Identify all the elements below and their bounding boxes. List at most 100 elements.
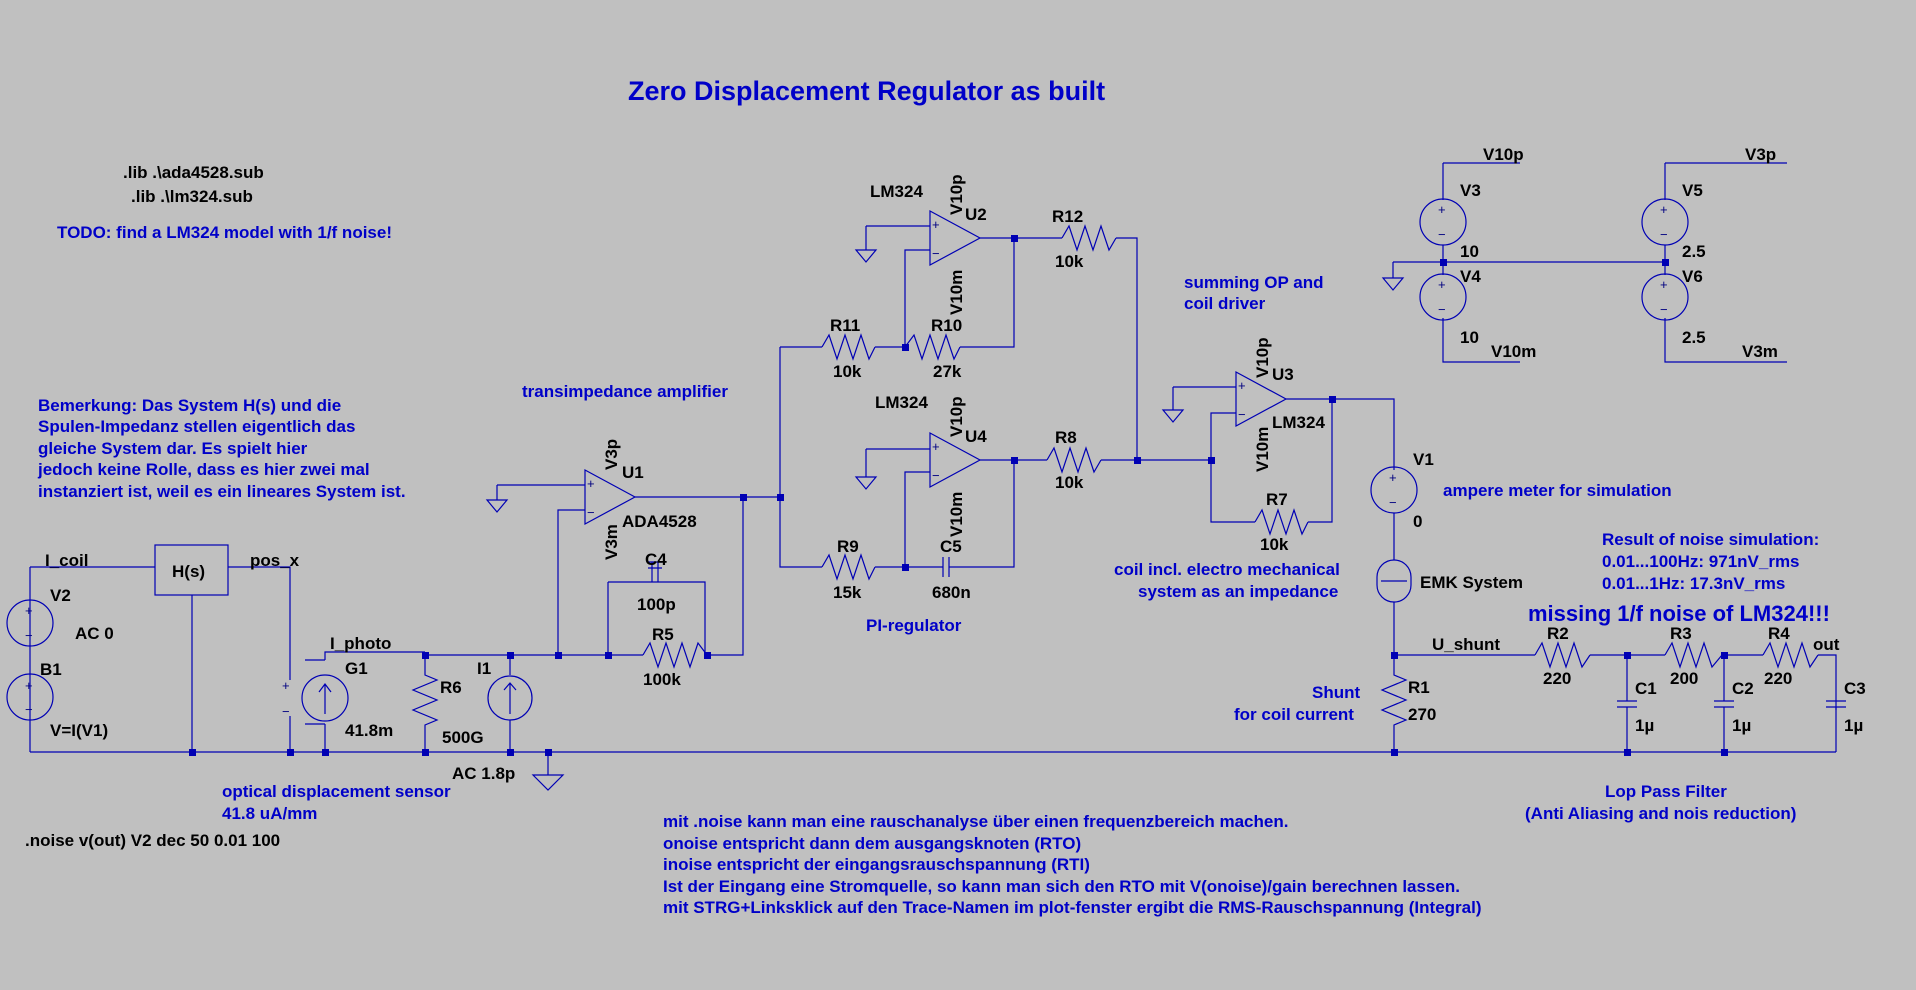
u4-v10p: V10p	[947, 396, 966, 437]
page-title: Zero Displacement Regulator as built	[628, 76, 1105, 106]
svg-text:mit .noise kann man eine rausc: mit .noise kann man eine rauschanalyse ü…	[663, 812, 1288, 831]
g1-value: 41.8m	[345, 721, 393, 740]
svg-text:+: +	[282, 678, 290, 693]
svg-text:+: +	[1438, 202, 1446, 217]
resistor-R2[interactable]	[1534, 641, 1591, 669]
supply-V5[interactable]: +−	[1641, 198, 1689, 246]
transfer-function-block[interactable]: H(s)	[154, 544, 229, 596]
r12-value: 10k	[1055, 252, 1084, 271]
v6-name: V6	[1682, 267, 1703, 286]
r11-value: 10k	[833, 362, 862, 381]
opamp-U2[interactable]: +−	[929, 209, 982, 267]
r10-value: 27k	[933, 362, 962, 381]
r5-name: R5	[652, 625, 674, 644]
lib-directive-lm324: .lib .\lm324.sub	[131, 187, 253, 206]
resistor-R3[interactable]	[1664, 641, 1723, 669]
v2-name: V2	[50, 586, 71, 605]
svg-text:+: +	[932, 439, 940, 454]
resistor-R8[interactable]	[1046, 446, 1102, 474]
r9-value: 15k	[833, 583, 862, 602]
emk-name: EMK System	[1420, 573, 1523, 592]
sensor-comment-2: 41.8 uA/mm	[222, 804, 317, 823]
v2-value: AC 0	[75, 624, 114, 643]
current-source-I1[interactable]	[487, 655, 533, 752]
noise-directive: .noise v(out) V2 dec 50 0.01 100	[25, 831, 280, 850]
svg-text:−: −	[1389, 495, 1397, 510]
opamp-U3[interactable]: +−	[1235, 370, 1288, 428]
svg-text:mit STRG+Linksklick auf den Tr: mit STRG+Linksklick auf den Trace-Namen …	[663, 898, 1482, 917]
transimpedance-comment: transimpedance amplifier	[522, 382, 728, 401]
svg-text:gleiche System dar. Es spielt: gleiche System dar. Es spielt hier	[38, 439, 308, 458]
source-V2[interactable]: +−	[6, 599, 54, 647]
r11-name: R11	[830, 316, 860, 335]
capacitor-C5[interactable]	[905, 557, 960, 577]
b1-value: V=I(V1)	[50, 721, 108, 740]
r4-value: 220	[1764, 669, 1792, 688]
capacitor-C1[interactable]	[1617, 655, 1637, 752]
r2-value: 220	[1543, 669, 1571, 688]
c3-name: C3	[1844, 679, 1866, 698]
resistor-R11[interactable]	[821, 333, 876, 361]
r3-value: 200	[1670, 669, 1698, 688]
u2-label-lm324: LM324	[870, 182, 923, 201]
opamp-U4[interactable]: +−	[929, 431, 982, 489]
noise-notes: mit .noise kann man eine rauschanalyse ü…	[663, 812, 1482, 917]
source-V1[interactable]: +−	[1370, 466, 1418, 514]
r9-name: R9	[837, 537, 859, 556]
noise-result-1hz: 0.01...1Hz: 17.3nV_rms	[1602, 574, 1785, 593]
u3-model: LM324	[1272, 413, 1325, 432]
capacitor-C2[interactable]	[1714, 655, 1734, 752]
pi-regulator-comment: PI-regulator	[866, 616, 962, 635]
opamp-U1[interactable]: +−	[584, 468, 637, 526]
todo-comment: TODO: find a LM324 model with 1/f noise!	[57, 223, 392, 242]
emk-system-coil[interactable]	[1376, 559, 1412, 603]
noise-result-100hz: 0.01...100Hz: 971nV_rms	[1602, 552, 1800, 571]
supply-V4[interactable]: +−	[1419, 273, 1467, 321]
r5-value: 100k	[643, 670, 681, 689]
supply-V6[interactable]: +−	[1641, 273, 1689, 321]
missing-noise-comment: missing 1/f noise of LM324!!!	[1528, 601, 1830, 626]
summing-comment: summing OP and	[1184, 273, 1324, 292]
r8-value: 10k	[1055, 473, 1084, 492]
v3-value: 10	[1460, 242, 1479, 261]
coil-comment: coil incl. electro mechanical	[1114, 560, 1340, 579]
c5-name: C5	[940, 537, 962, 556]
r1-name: R1	[1408, 678, 1430, 697]
c2-value: 1µ	[1732, 716, 1751, 735]
svg-text:Spulen-Impedanz stellen eigent: Spulen-Impedanz stellen eigentlich das	[38, 417, 355, 436]
resistor-R4[interactable]	[1762, 641, 1819, 669]
capacitor-C4[interactable]	[648, 561, 662, 569]
resistor-R10[interactable]	[904, 333, 961, 361]
supply-V3[interactable]: +−	[1419, 198, 1467, 246]
vccs-G1[interactable]: +−	[282, 674, 349, 722]
resistor-R7[interactable]	[1254, 508, 1309, 536]
svg-text:−: −	[1660, 302, 1668, 317]
lib-directive-ada4528: .lib .\ada4528.sub	[123, 163, 264, 182]
u1-name: U1	[622, 463, 644, 482]
coil-comment-2: system as an impedance	[1138, 582, 1338, 601]
r6-name: R6	[440, 678, 462, 697]
supply-v10m-label: V10m	[1491, 342, 1536, 361]
svg-text:−: −	[1438, 302, 1446, 317]
resistor-R5[interactable]	[642, 641, 708, 669]
supply-v3m-label: V3m	[1742, 342, 1778, 361]
remark-comment: Bemerkung: Das System H(s) und die Spule…	[37, 396, 406, 501]
resistor-R1[interactable]	[1380, 655, 1408, 752]
net-label-i-coil: I_coil	[45, 551, 88, 570]
svg-text:−: −	[25, 628, 33, 643]
u3-name: U3	[1272, 365, 1294, 384]
resistor-R9[interactable]	[821, 553, 876, 581]
r12-name: R12	[1052, 207, 1083, 226]
net-label-out: out	[1813, 635, 1840, 654]
c2-name: C2	[1732, 679, 1754, 698]
svg-text:onoise entspricht dann dem aus: onoise entspricht dann dem ausgangsknote…	[663, 834, 1081, 853]
svg-text:+: +	[932, 217, 940, 232]
supply-v3p-label: V3p	[1745, 145, 1776, 164]
svg-text:−: −	[1660, 227, 1668, 242]
resistor-R12[interactable]	[1061, 224, 1117, 252]
capacitor-C3[interactable]	[1826, 700, 1846, 752]
source-B1[interactable]: +−	[6, 673, 54, 721]
v4-value: 10	[1460, 328, 1479, 347]
resistor-R6[interactable]	[411, 655, 439, 752]
